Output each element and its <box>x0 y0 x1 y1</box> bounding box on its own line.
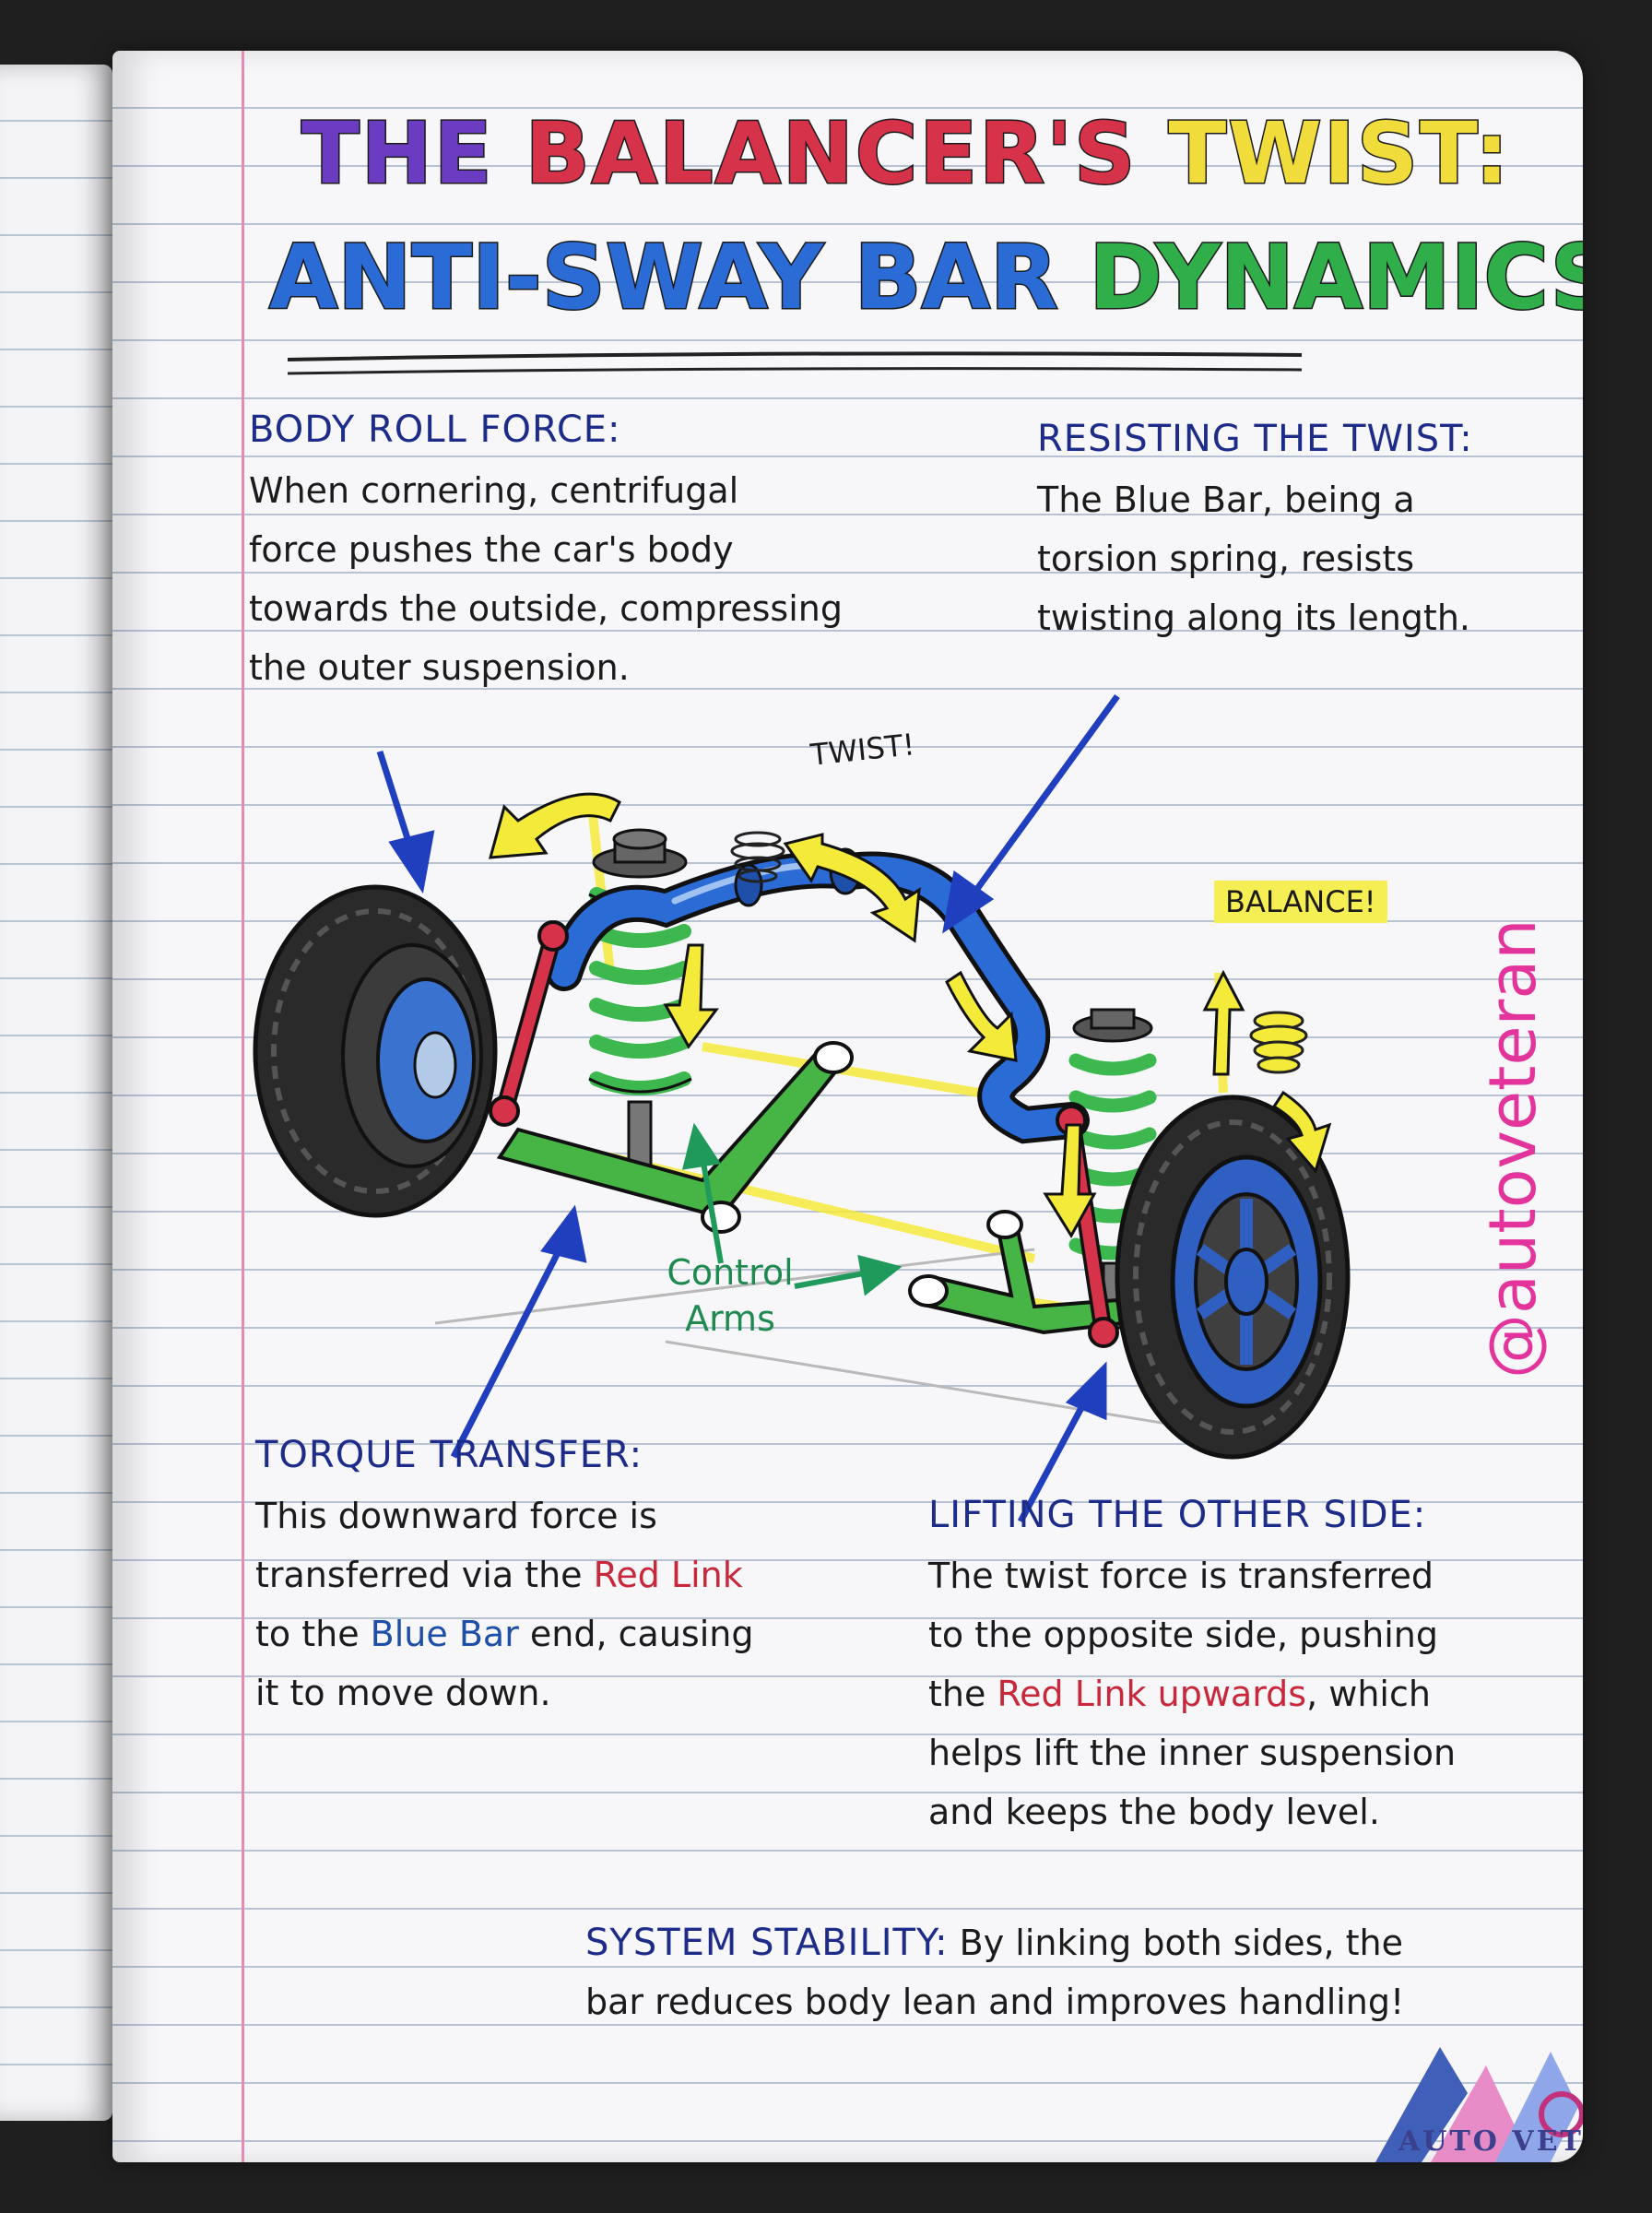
resisting-arrow <box>967 693 1120 902</box>
lifting-text-span: , which <box>1306 1674 1431 1714</box>
balance-label: BALANCE! <box>1214 881 1387 923</box>
body-roll-line: the outer suspension. <box>249 647 630 688</box>
arrow-head-icon <box>857 1254 903 1296</box>
notebook-page: THE BALANCER'S TWIST: ANTI-SWAY BAR DYNA… <box>112 51 1583 2162</box>
control-arm-arrows <box>681 1122 903 1296</box>
torque-line: This downward force is <box>255 1496 657 1536</box>
callout-arrows <box>376 693 1120 1523</box>
stability-text: SYSTEM STABILITY: By linking both sides,… <box>585 1913 1404 2031</box>
down-arrow-icon <box>1043 1123 1097 1238</box>
lifting-line: the Red Link upwards, which <box>928 1664 1456 1723</box>
title-word-anti-sway: ANTI-SWAY <box>267 225 824 331</box>
lifting-line: helps lift the inner suspension <box>928 1733 1457 1773</box>
curved-arrow-icon <box>1271 1090 1332 1175</box>
body-roll-heading: BODY ROLL FORCE: <box>249 408 621 451</box>
body-roll-arrow <box>376 750 416 855</box>
ground-sketch <box>434 1248 1035 1325</box>
right-wheel <box>1115 1095 1351 1460</box>
torque-text-span: end, causing <box>518 1614 754 1654</box>
title-word-balancers: BALANCER'S <box>524 103 1138 205</box>
balance-spring-icon <box>1249 1011 1308 1074</box>
title-word-dynamics: DYNAMICS! <box>1088 225 1583 331</box>
body-roll-line: force pushes the car's body <box>249 529 734 570</box>
down-arrow-icon <box>663 943 719 1049</box>
body-roll-line: towards the outside, compressing <box>249 588 843 629</box>
title-word-the: THE <box>301 103 494 205</box>
blue-bar-term: Blue Bar <box>370 1614 519 1654</box>
margin-line <box>242 51 244 2162</box>
control-arm-arrow-right <box>794 1270 869 1289</box>
resisting-line: torsion spring, resists <box>1037 538 1415 579</box>
red-link-upwards-term: Red Link upwards <box>997 1674 1307 1714</box>
resisting-line: twisting along its length. <box>1037 598 1470 638</box>
logo-text: AUTO VETERAN <box>1398 2125 1583 2158</box>
lifting-line: to the opposite side, pushing <box>928 1615 1438 1655</box>
control-arms-label: Control Arms <box>652 1249 808 1342</box>
lifting-arrow <box>1017 1391 1093 1523</box>
title-word-twist: TWIST: <box>1167 103 1511 205</box>
torque-heading: TORQUE TRANSFER: <box>255 1434 643 1476</box>
arrow-head-icon <box>1065 1361 1107 1421</box>
arrow-head-icon <box>942 870 995 934</box>
stability-heading: SYSTEM STABILITY: <box>585 1922 949 1964</box>
suspension-diagram <box>253 351 1583 2162</box>
torque-text-span: transferred via the <box>255 1555 594 1595</box>
body-roll-line: When cornering, centrifugal <box>249 470 739 511</box>
torque-line: it to move down. <box>255 1673 551 1713</box>
resisting-line: The Blue Bar, being a <box>1037 479 1415 520</box>
title-underline-2 <box>287 367 1303 375</box>
left-wheel <box>253 884 498 1218</box>
stability-text-span: By linking both sides, the <box>948 1923 1403 1963</box>
right-control-arm <box>908 1210 1125 1335</box>
resisting-text: The Blue Bar, being a torsion spring, re… <box>1037 470 1470 647</box>
torque-text: This downward force is transferred via t… <box>255 1486 753 1722</box>
red-link-term: Red Link <box>593 1555 743 1595</box>
left-red-link <box>489 920 569 1127</box>
left-page <box>0 65 112 2121</box>
control-arms-line-1: Control <box>667 1252 794 1293</box>
torque-arrow <box>450 1238 568 1459</box>
curved-arrow-icon <box>783 833 921 943</box>
arrow-head-icon <box>388 830 435 894</box>
watermark-handle: @autoveteran <box>1475 918 1551 1379</box>
motion-arrows <box>488 792 1332 1238</box>
torque-line: to the Blue Bar end, causing <box>255 1604 753 1663</box>
twist-spring-icon <box>730 831 785 883</box>
torque-text-span: to the <box>255 1614 371 1654</box>
lifting-line: and keeps the body level. <box>928 1792 1380 1832</box>
title-underline <box>287 351 1303 361</box>
auto-veteran-logo <box>1375 2047 1583 2162</box>
control-arms-line-2: Arms <box>685 1298 775 1339</box>
title-line-1: THE BALANCER'S TWIST: <box>301 103 1511 205</box>
resisting-heading: RESISTING THE TWIST: <box>1037 418 1473 460</box>
arrow-head-icon <box>681 1122 722 1170</box>
lifting-heading: LIFTING THE OTHER SIDE: <box>928 1494 1427 1536</box>
body-roll-text: When cornering, centrifugal force pushes… <box>249 461 843 697</box>
stability-line: SYSTEM STABILITY: By linking both sides,… <box>585 1913 1404 1972</box>
torque-line: transferred via the Red Link <box>255 1545 753 1604</box>
up-arrow-icon <box>1202 969 1245 1076</box>
stability-line: bar reduces body lean and improves handl… <box>585 1982 1405 2022</box>
curved-arrow-icon <box>945 970 1018 1062</box>
curved-arrow-icon <box>488 792 621 859</box>
title-line-2: ANTI-SWAY BAR DYNAMICS! <box>267 225 1583 331</box>
control-arm-arrow-left <box>700 1156 724 1264</box>
lifting-text-span: the <box>928 1674 997 1714</box>
arrow-head-icon <box>540 1204 587 1263</box>
title-word-bar: BAR <box>853 225 1059 331</box>
lifting-line: The twist force is transferred <box>928 1556 1434 1596</box>
lifting-text: The twist force is transferred to the op… <box>928 1546 1456 1841</box>
